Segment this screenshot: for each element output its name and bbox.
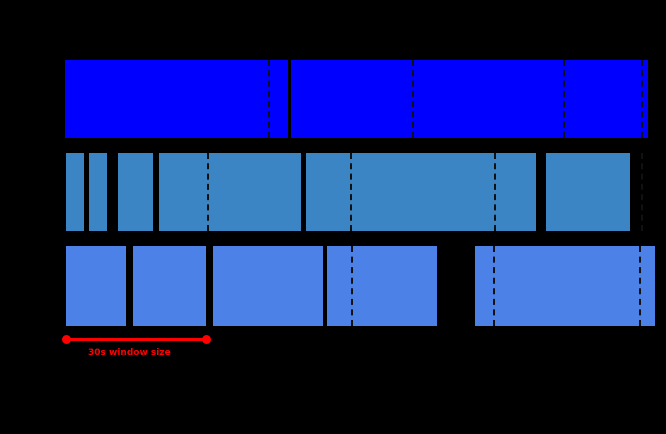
- window-marker-dashed-line: [563, 60, 565, 138]
- segment-bar: [118, 153, 153, 231]
- timeline-row-3: [0, 246, 666, 326]
- segment-bar: [66, 153, 84, 231]
- segment-bar: [66, 246, 126, 326]
- segment-bar: [546, 153, 630, 231]
- window-marker-dashed-line: [493, 246, 495, 326]
- window-size-annotation-right-cap: [202, 335, 211, 344]
- window-marker-dashed-line: [207, 153, 209, 231]
- window-marker-dashed-line: [412, 60, 414, 138]
- window-marker-dashed-line: [268, 60, 270, 138]
- segment-bar: [475, 246, 655, 326]
- segment-bar: [159, 153, 301, 231]
- timeline-row-1: [0, 60, 666, 138]
- window-marker-dashed-line: [639, 246, 641, 326]
- window-size-annotation-left-cap: [62, 335, 71, 344]
- segment-bar: [291, 60, 648, 138]
- segment-bar: [65, 60, 288, 138]
- timeline-row-2: [0, 153, 666, 231]
- segment-bar: [89, 153, 107, 231]
- window-marker-dashed-line: [641, 60, 643, 138]
- window-marker-dashed-line: [351, 246, 353, 326]
- segment-bar: [213, 246, 323, 326]
- window-marker-dashed-line: [350, 153, 352, 231]
- window-marker-dashed-line: [494, 153, 496, 231]
- segment-bar: [306, 153, 536, 231]
- segment-bar: [133, 246, 206, 326]
- window-size-annotation-line: [66, 338, 206, 341]
- window-marker-dashed-line: [641, 153, 643, 231]
- window-size-annotation-label: 30s window size: [88, 348, 171, 358]
- segment-bar: [327, 246, 437, 326]
